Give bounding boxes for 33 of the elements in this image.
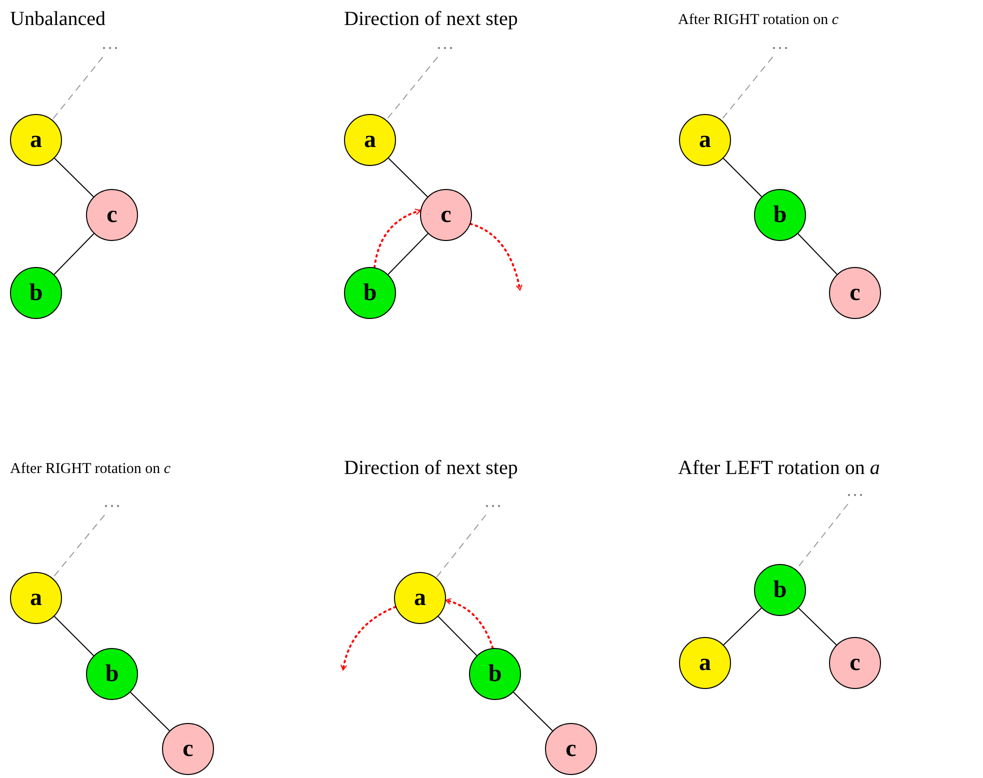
rotation-arrow xyxy=(340,606,397,671)
ellipsis-text: ⋯ xyxy=(95,39,125,57)
tree-edge xyxy=(54,158,94,198)
tree-edge xyxy=(722,158,762,198)
panel-title: After RIGHT rotation on c xyxy=(678,11,839,30)
rotation-arrow xyxy=(444,598,494,650)
ellipsis-text: ⋯ xyxy=(840,486,870,504)
ellipsis-text: ⋯ xyxy=(97,497,127,515)
tree-edge xyxy=(54,233,94,275)
tree-edge xyxy=(388,233,428,275)
tree-edge xyxy=(130,692,170,732)
tree-edge xyxy=(723,608,762,646)
tree-edge xyxy=(388,158,428,198)
dashed-line xyxy=(52,514,106,578)
dashed-line xyxy=(436,514,486,578)
panel-title: Direction of next step xyxy=(344,7,518,32)
panel-title: After LEFT rotation on a xyxy=(678,456,880,481)
dashed-line xyxy=(386,56,438,120)
panel-title: After RIGHT rotation on c xyxy=(10,460,171,479)
rotation-arrow xyxy=(374,208,422,268)
dashed-line xyxy=(720,56,774,120)
panel-title: Unbalanced xyxy=(10,7,106,32)
ellipsis-text: ⋯ xyxy=(430,39,460,57)
ellipsis-text: ⋯ xyxy=(478,497,508,515)
tree-edge xyxy=(438,616,478,656)
ellipsis-text: ⋯ xyxy=(765,39,795,57)
panel-title: Direction of next step xyxy=(344,456,518,481)
dashed-line xyxy=(52,56,104,120)
tree-edge xyxy=(513,692,553,732)
rotation-arrow xyxy=(469,222,522,291)
tree-edge xyxy=(54,616,94,656)
tree-edge xyxy=(798,608,837,646)
tree-edge xyxy=(798,233,838,275)
